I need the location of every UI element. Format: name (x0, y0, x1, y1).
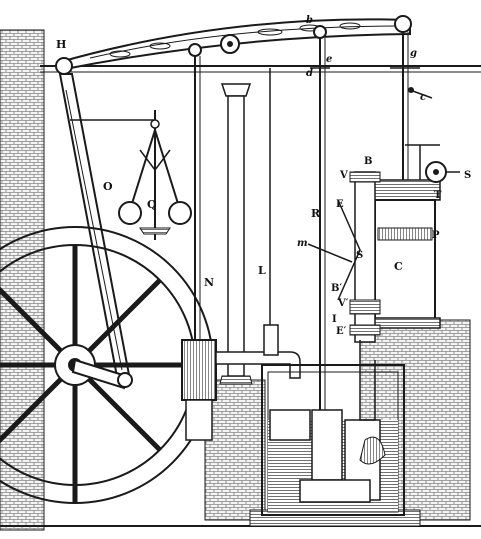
label-b-prime: B′ (331, 283, 342, 294)
support-column (219, 83, 253, 385)
label-e: e (326, 54, 332, 65)
rod-l-guide (263, 324, 279, 356)
label-s-right: S (464, 170, 471, 181)
valve-column (307, 171, 381, 343)
label-p: P (432, 230, 440, 241)
steam-inlet (405, 144, 460, 183)
label-g: g (410, 48, 417, 59)
beam-inner-line (89, 25, 401, 59)
pump-cylinder (181, 339, 217, 401)
center-masonry (204, 379, 266, 521)
label-i: I (332, 314, 337, 325)
label-r: R (311, 207, 321, 220)
label-c-cylinder: C (394, 260, 403, 273)
connecting-rod-top-pin (55, 57, 73, 75)
label-b-top: B (364, 156, 372, 167)
crank-arm (71, 358, 128, 390)
left-brick-wall (0, 29, 45, 531)
condenser-tank (261, 340, 405, 516)
label-s-mid: S (356, 250, 363, 261)
label-b: b (306, 15, 313, 26)
label-q: Q (147, 198, 157, 211)
label-e-prime: E′ (336, 326, 347, 337)
label-v-prime: V′ (337, 298, 349, 309)
beam-pivot-pin (227, 41, 233, 47)
part-labels: H b g d e c O Q N L R V B S T E m S C P … (56, 15, 471, 337)
label-c: c (420, 92, 426, 103)
label-d: d (306, 68, 313, 79)
pump-barrel (185, 399, 213, 441)
label-h: H (56, 38, 66, 51)
parallel-motion (310, 67, 433, 99)
label-o: O (103, 180, 113, 193)
label-l: L (258, 264, 266, 277)
crank-pin (117, 372, 133, 388)
label-m: m (297, 238, 308, 249)
governor (70, 110, 192, 240)
label-v-top: V (339, 170, 348, 181)
label-t: T (434, 190, 442, 201)
beam-openings (109, 22, 361, 58)
parallel-motion-pin (313, 25, 327, 39)
label-n: N (204, 276, 214, 289)
pump-discharge-pipe (215, 351, 301, 379)
piston-end-pin (394, 15, 412, 33)
label-e-top: E (336, 199, 344, 210)
connecting-rod-shading (65, 89, 123, 371)
pump-rod-pin (188, 43, 202, 57)
steam-cylinder (369, 179, 441, 329)
